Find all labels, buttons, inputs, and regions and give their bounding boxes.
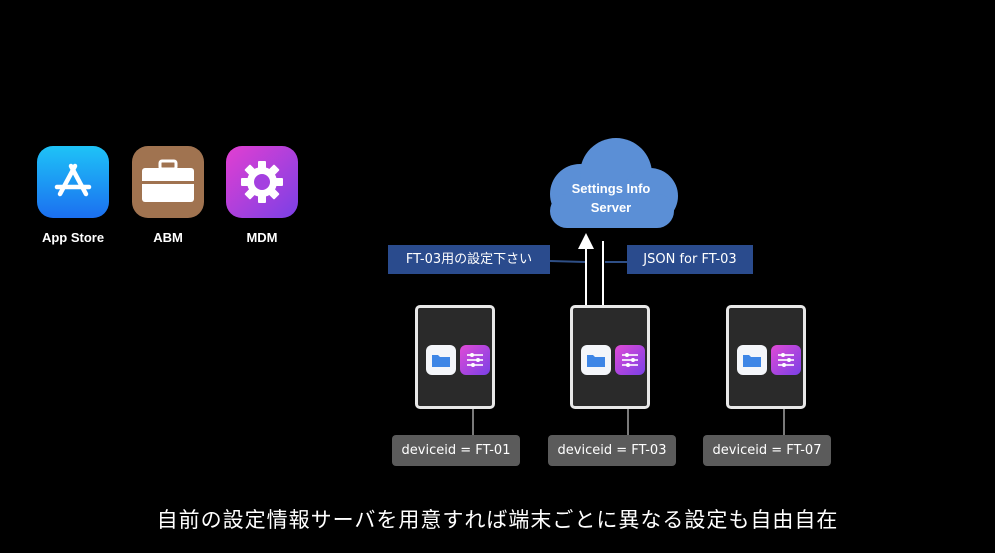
- briefcase-icon: [132, 146, 204, 218]
- device-id-label: deviceid = FT-01: [392, 435, 520, 466]
- settings-icon: [615, 345, 645, 375]
- subtitle-caption: 自前の設定情報サーバを用意すれば端末ごとに異なる設定も自由自在: [156, 508, 839, 532]
- device-id-label: deviceid = FT-07: [703, 435, 831, 466]
- settings-server-label: Settings Info Server: [538, 179, 684, 217]
- gear-icon: [226, 146, 298, 218]
- cloud-icon: [550, 138, 678, 228]
- folder-icon: [426, 345, 456, 375]
- app-store-icon: [37, 146, 109, 218]
- response-tag: JSON for FT-03: [627, 245, 753, 274]
- app-store-app[interactable]: App Store: [37, 146, 109, 245]
- folder-icon: [581, 345, 611, 375]
- request-tag: FT-03用の設定下さい: [388, 245, 550, 274]
- settings-icon: [771, 345, 801, 375]
- abm-label: ABM: [153, 230, 183, 245]
- mdm-label: MDM: [246, 230, 278, 245]
- abm-app[interactable]: ABM: [132, 146, 204, 245]
- folder-icon: [737, 345, 767, 375]
- device-id-label: deviceid = FT-03: [548, 435, 676, 466]
- mdm-app[interactable]: MDM: [226, 146, 298, 245]
- request-connector: [549, 260, 586, 263]
- app-store-label: App Store: [41, 230, 105, 245]
- device-tablet: [570, 305, 650, 409]
- device-tablet: [415, 305, 495, 409]
- settings-icon: [460, 345, 490, 375]
- server-line-1: Settings Info: [571, 181, 651, 196]
- server-line-2: Server: [590, 200, 632, 215]
- device-tablet: [726, 305, 806, 409]
